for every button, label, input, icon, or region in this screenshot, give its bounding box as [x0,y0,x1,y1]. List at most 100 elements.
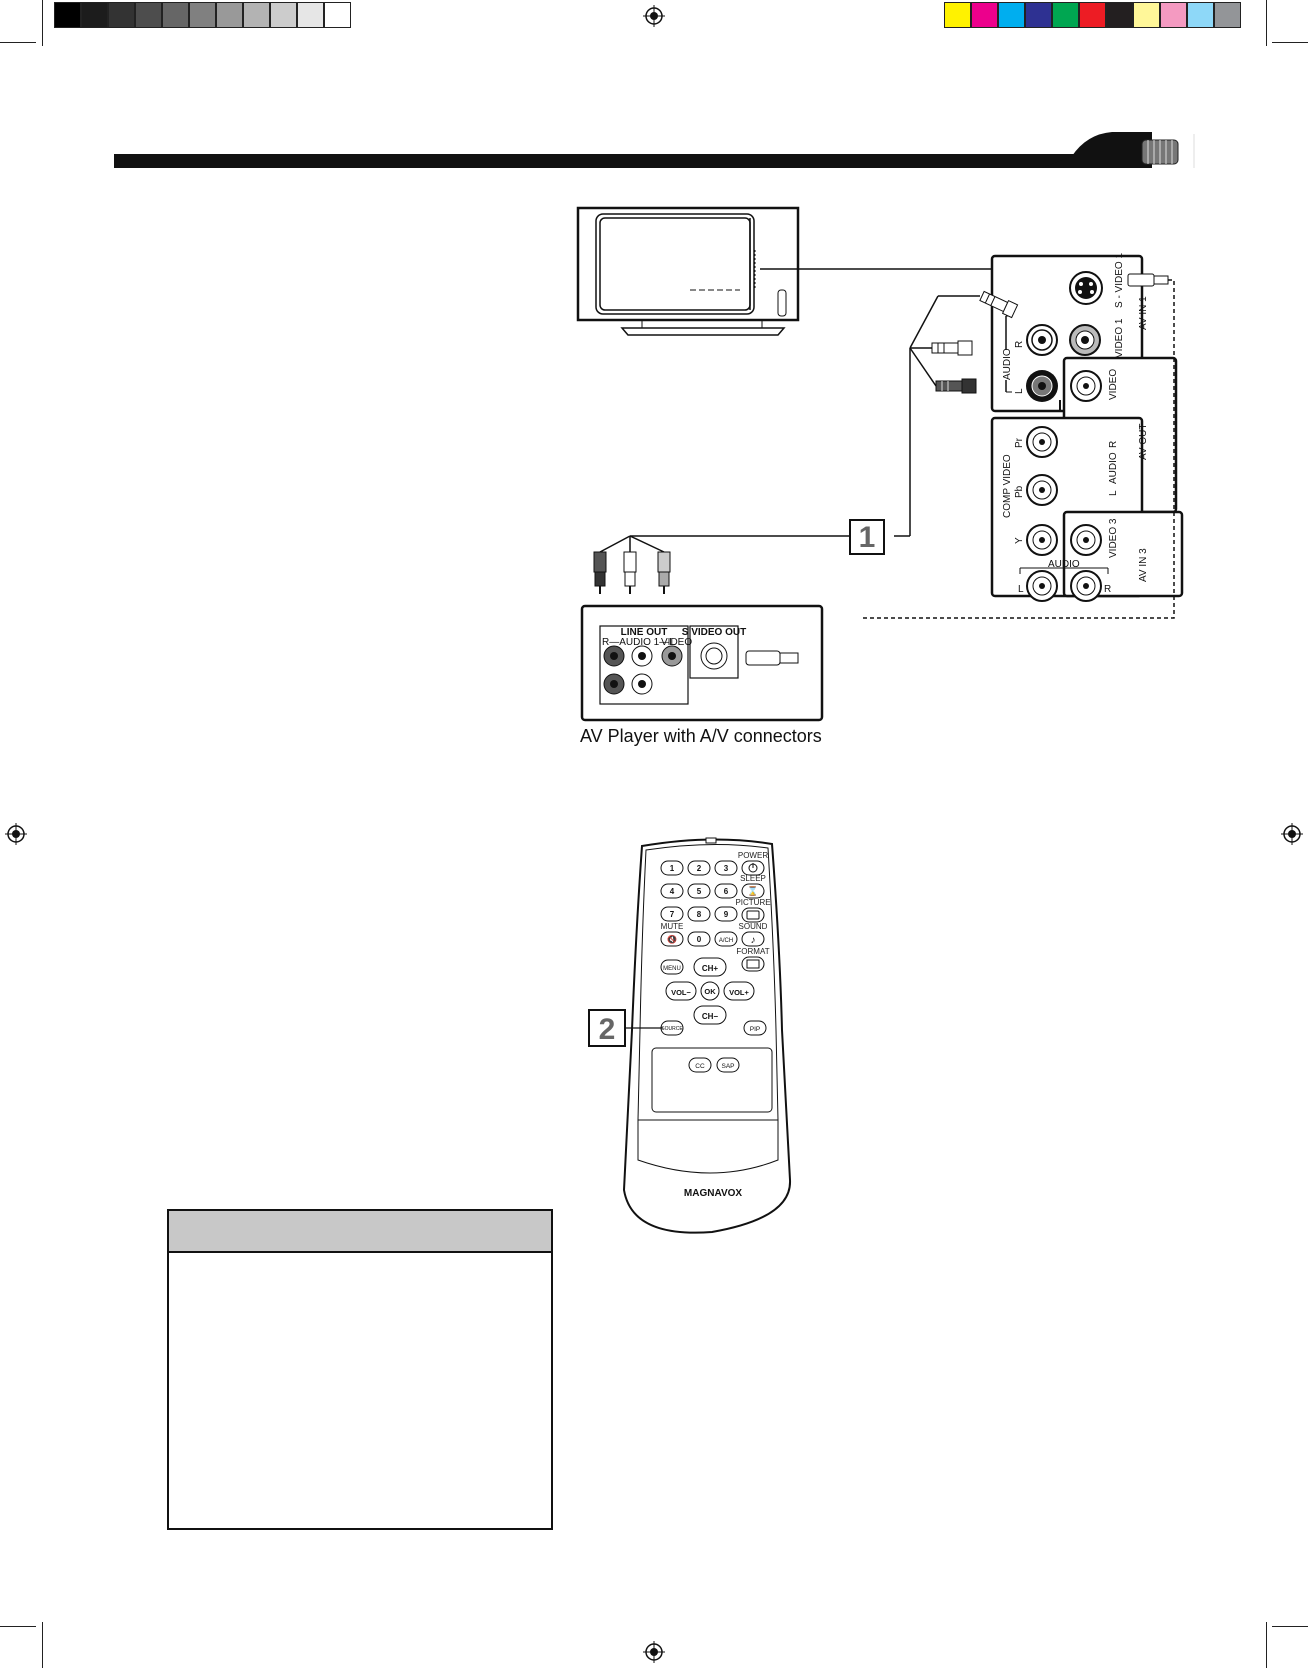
picture-button[interactable] [741,907,765,923]
tv-component-av-in-3-panel [990,416,1184,602]
gray-swatch [324,2,351,28]
gray-swatch [81,2,108,28]
gray-swatch [189,2,216,28]
rca-cable-bundle-tv [894,273,1169,537]
y-label: Y [1014,537,1025,544]
number-key-4[interactable]: 4 [660,883,684,899]
menu-button[interactable]: MENU [660,959,684,975]
number-key-label: 7 [670,910,675,919]
av-in-3-r-label: R [1104,584,1111,595]
number-key-label: 0 [697,935,702,944]
step-1-number: 1 [859,521,876,554]
gray-swatch [108,2,135,28]
number-key-label: 6 [724,887,729,896]
color-swatch [1133,2,1160,28]
ch-up-button[interactable]: CH+ [693,957,727,977]
coax-plug-icon [1141,139,1179,165]
registration-mark-icon [5,823,27,845]
format-button[interactable] [741,956,765,972]
av-out-audio-label: AUDIO [1108,452,1119,484]
video-3-label: VIDEO 3 [1108,518,1119,558]
number-key-1[interactable]: 1 [660,860,684,876]
power-button[interactable] [741,860,765,876]
av-in-3-label: AV IN 3 [1138,548,1149,582]
av-player-panel [580,604,824,722]
number-key-0[interactable]: 0 [687,931,711,947]
color-swatch [1187,2,1214,28]
number-key-label: 5 [697,887,702,896]
gray-swatch [54,2,81,28]
av-out-video-label: VIDEO [1108,369,1119,400]
audio-label: AUDIO [1002,348,1013,380]
header-rule [114,132,1195,168]
format-label: FORMAT [736,947,769,956]
number-key-label: 2 [697,864,702,873]
vol-down-button[interactable]: VOL− [665,981,697,1001]
number-key-9[interactable]: 9 [714,906,738,922]
av-out-r-label: R [1108,441,1119,448]
gray-swatch [135,2,162,28]
av-in-1-label: AV IN 1 [1138,296,1149,330]
sleep-label: SLEEP [740,874,766,883]
connection-diagram: S - VIDEO 1 AV IN 1 VIDEO 1 AUDIO R L VI… [576,206,1184,722]
sound-label: SOUND [739,922,768,931]
ach-label: A/CH [719,938,733,944]
color-swatch [1160,2,1187,28]
player-video-label: VIDEO [661,637,692,648]
sleep-button[interactable]: ⌛ [741,883,765,899]
av-out-l-label: L [1108,490,1119,496]
number-key-label: 9 [724,910,729,919]
number-key-label: 8 [697,910,702,919]
number-key-6[interactable]: 6 [714,883,738,899]
ch-down-button[interactable]: CH− [693,1005,727,1025]
menu-label: MENU [663,966,681,972]
number-key-7[interactable]: 7 [660,906,684,922]
ach-button[interactable]: A/CH [714,931,738,947]
pip-label: PIP [750,1026,760,1033]
ok-button[interactable]: OK [700,981,720,1001]
svg-text:🔇: 🔇 [667,934,677,944]
audio-l-label: L [1014,388,1025,394]
gray-swatch [297,2,324,28]
number-key-label: 1 [670,864,675,873]
number-key-8[interactable]: 8 [687,906,711,922]
number-key-2[interactable]: 2 [687,860,711,876]
number-key-3[interactable]: 3 [714,860,738,876]
s-video-label: S - VIDEO 1 [1114,253,1125,308]
color-swatch [1025,2,1052,28]
note-box [167,1209,553,1530]
step-1-callout: 1 [849,519,885,555]
registration-mark-icon [643,1641,665,1663]
pip-button[interactable]: PIP [743,1020,767,1036]
crop-mark [0,42,36,43]
color-swatch [1079,2,1106,28]
video-1-label: VIDEO 1 [1114,318,1125,358]
ok-label: OK [704,987,716,996]
color-swatch [998,2,1025,28]
power-label: POWER [738,851,768,860]
svg-text:⌛: ⌛ [747,885,758,896]
number-key-label: 3 [724,864,729,873]
color-swatch [944,2,971,28]
av-out-label: AV OUT [1138,424,1149,460]
cc-button[interactable]: CC [688,1057,712,1073]
vol-up-button[interactable]: VOL+ [723,981,755,1001]
number-key-5[interactable]: 5 [687,883,711,899]
pb-label: Pb [1014,485,1025,498]
sound-button[interactable]: ♪ [741,931,765,947]
gray-swatch [243,2,270,28]
crop-mark [1266,1622,1267,1668]
crop-mark [42,1622,43,1668]
color-swatch [1106,2,1133,28]
number-key-label: 4 [670,887,675,896]
sap-button[interactable]: SAP [716,1057,740,1073]
note-box-header [169,1211,551,1253]
registration-mark-icon [643,5,665,27]
pr-label: Pr [1014,437,1025,448]
mute-button[interactable]: 🔇 [660,931,684,947]
source-label: SOURCE [661,1026,683,1032]
diagram-caption: AV Player with A/V connectors [580,726,822,746]
step-2-callout: 2 [588,1009,663,1047]
source-button[interactable]: SOURCE [660,1020,684,1036]
